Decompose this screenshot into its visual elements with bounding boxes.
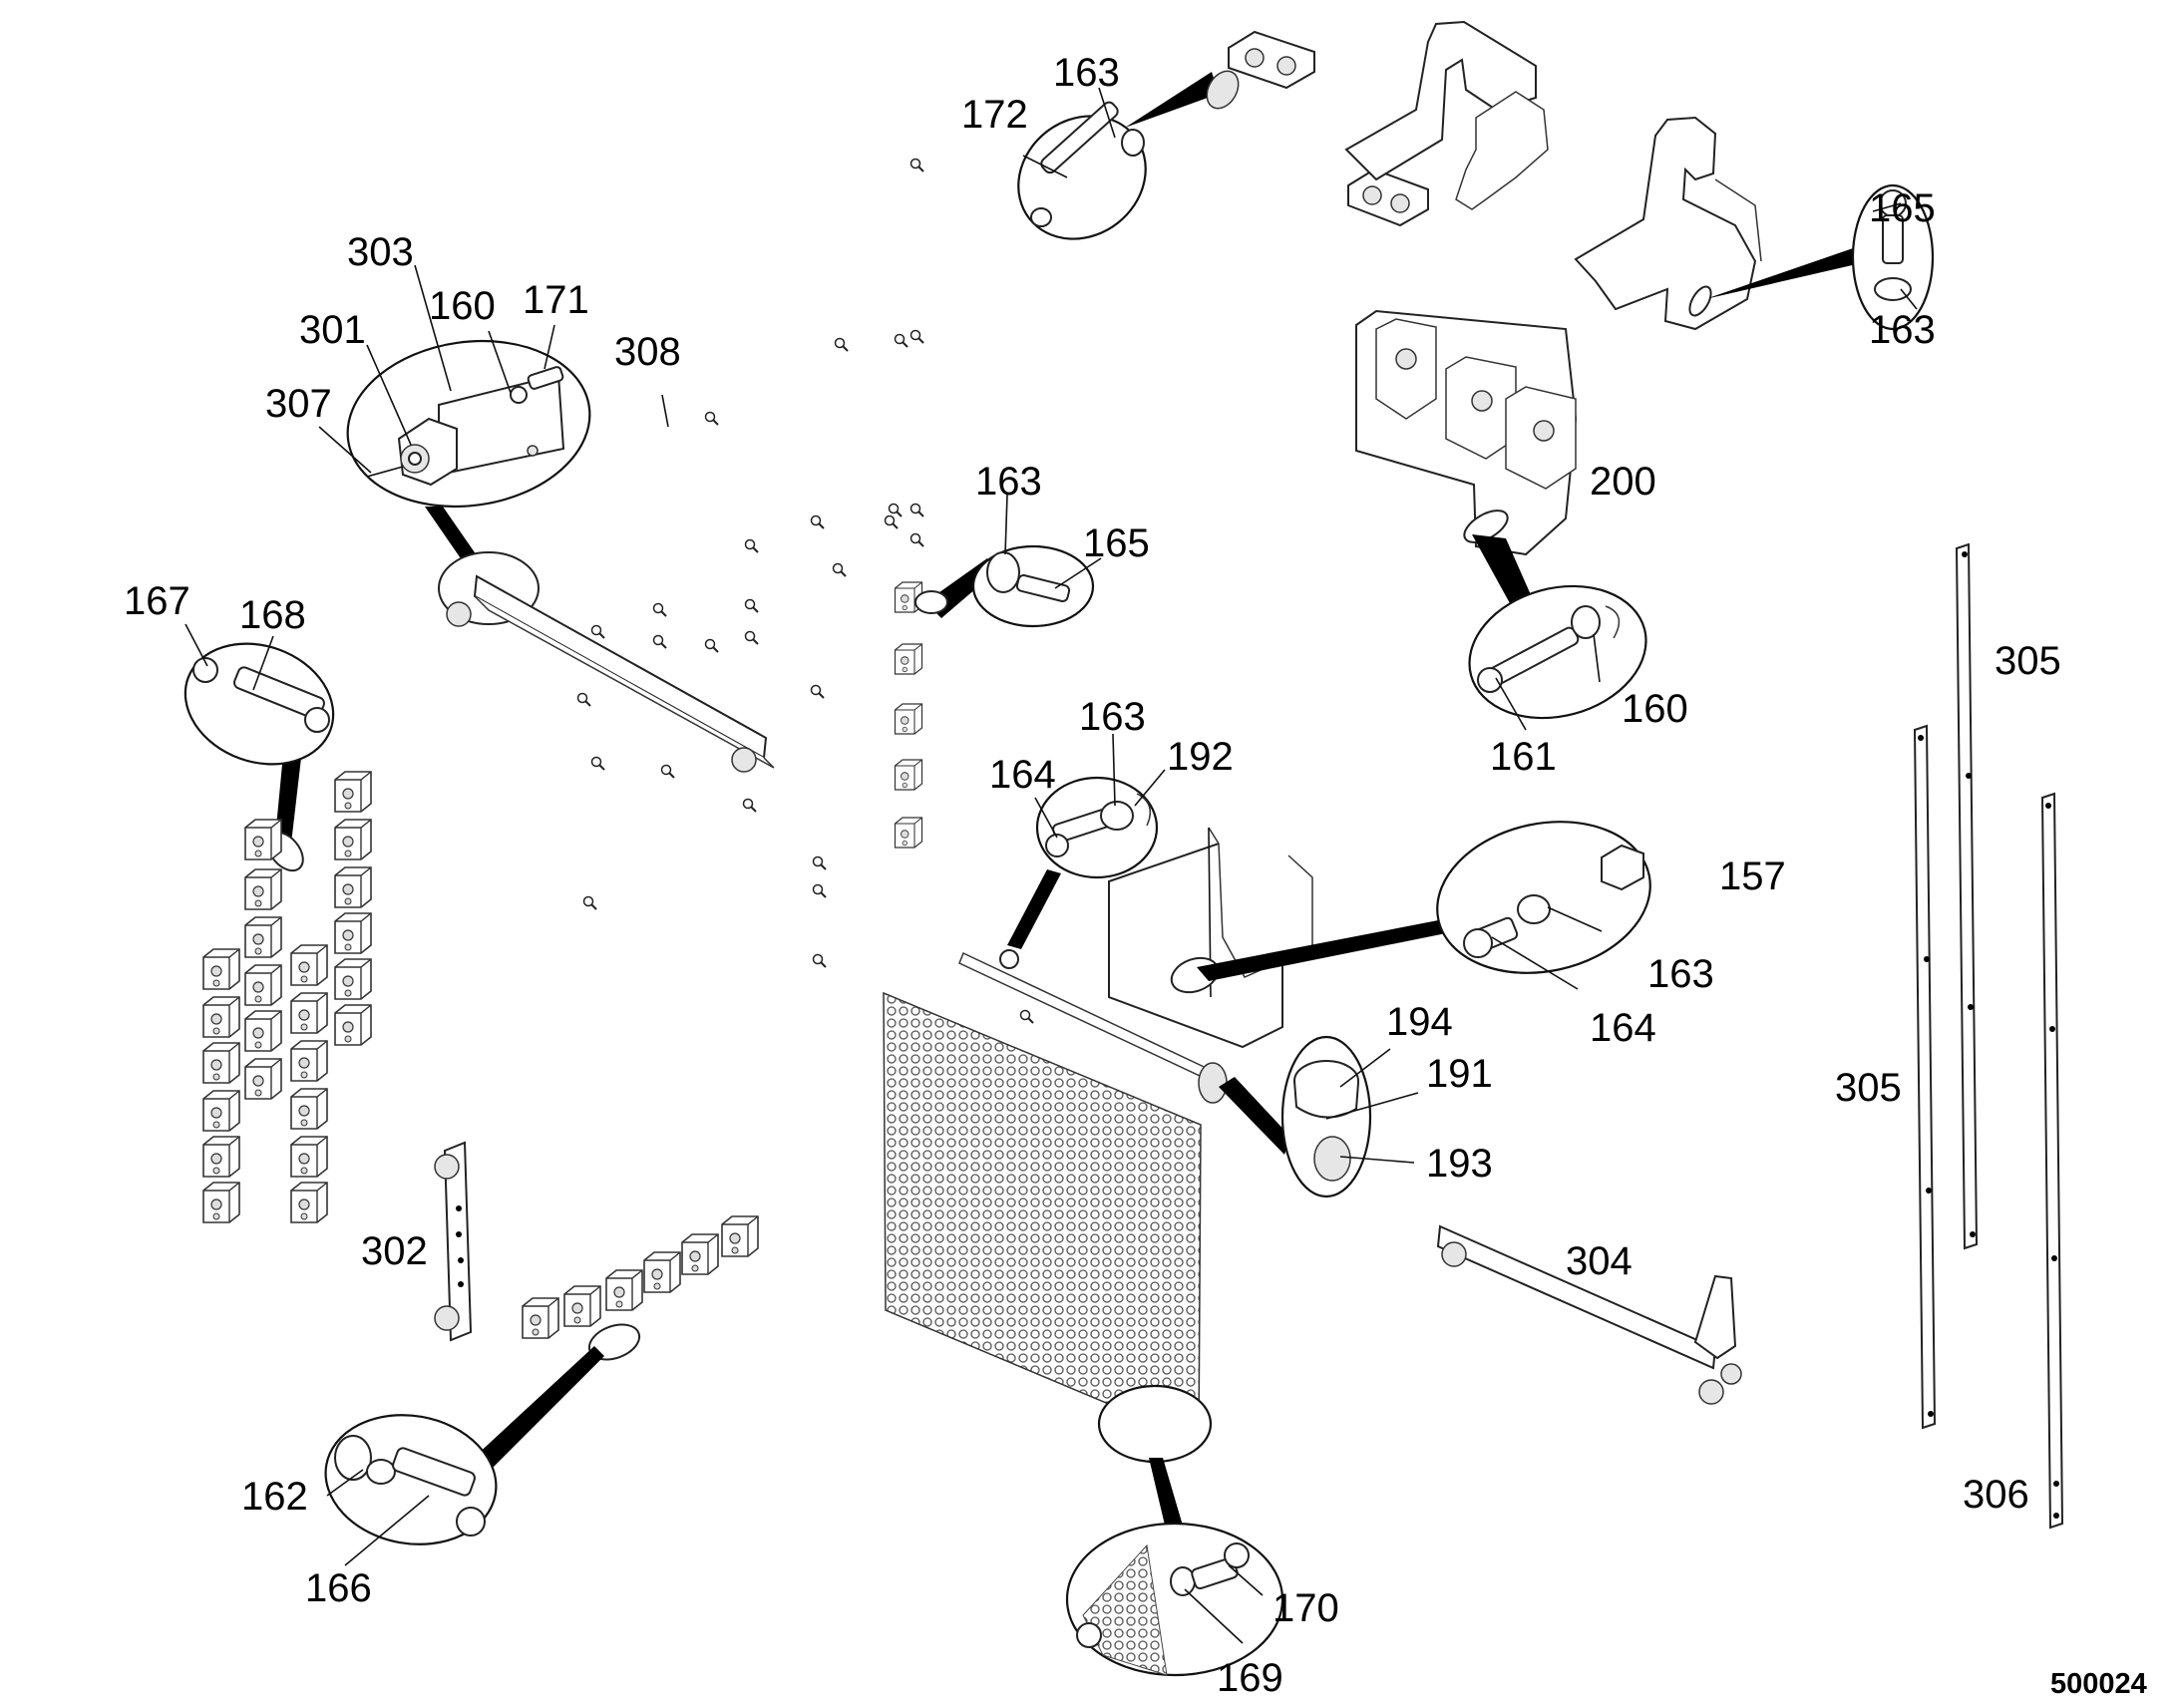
callout-162: 162 [241,1475,308,1519]
callout-163: 163 [975,460,1042,504]
callout-303: 303 [347,230,414,274]
callout-169: 169 [1217,1656,1283,1700]
terminal-block-row-bottom [522,1215,759,1361]
callout-157: 157 [1719,854,1786,898]
detail-bubble-168 [183,642,335,872]
bracket-302 [434,1141,473,1342]
callout-171: 171 [523,278,589,322]
callout-192: 192 [1167,735,1234,779]
callout-200: 200 [1590,460,1656,504]
strip-306 [2040,792,2064,1530]
callout-167: 167 [124,579,190,623]
callout-161: 161 [1490,735,1557,779]
callout-163: 163 [1869,308,1936,352]
power-module-200 [1355,309,1578,556]
callout-172: 172 [961,93,1028,137]
callout-165: 165 [1869,186,1936,230]
clamp-block-top [1228,30,1315,90]
figure-reference-number: 500024 [2050,1668,2147,1700]
callout-193: 193 [1426,1142,1493,1186]
bracket-bar-303 [438,551,775,773]
callout-165: 165 [1083,521,1150,565]
callout-301: 301 [299,308,366,352]
callout-305: 305 [1995,639,2061,683]
detail-bubble-191 [1219,1035,1372,1198]
detail-bubble-166 [324,1346,604,1545]
strip-305-left [1913,724,1937,1430]
leader-lines [184,87,1918,1644]
callout-163: 163 [1079,695,1146,739]
callout-308: 308 [614,330,681,374]
detail-bubble-165-right [1688,183,1935,331]
enclosure-157 [1108,827,1313,1049]
small-cubes-column [894,581,923,849]
callout-307: 307 [265,382,332,426]
callout-302: 302 [361,1229,428,1273]
callout-305: 305 [1835,1066,1902,1110]
callout-304: 304 [1566,1239,1633,1283]
bracket-bar-304 [1436,1224,1742,1405]
callout-164: 164 [1590,1006,1656,1050]
callout-306: 306 [1963,1473,2029,1517]
detail-bubble-164-right [1197,821,1651,981]
clamp-block-left [1347,168,1429,227]
callout-labels: 172 163 165 163 303 160 171 301 308 307 … [124,51,2147,1700]
callout-170: 170 [1272,1586,1339,1630]
mesh-panel [883,991,1213,1464]
detail-bubble-301 [346,339,591,564]
callout-163: 163 [1053,51,1120,95]
callout-168: 168 [239,593,306,637]
callout-160: 160 [1622,687,1688,731]
detail-bubble-172 [1017,70,1240,240]
callout-191: 191 [1426,1052,1493,1096]
callout-194: 194 [1386,1000,1453,1044]
callout-164: 164 [989,753,1056,797]
detail-bubble-161 [1468,534,1647,720]
detail-bubble-165-center [914,544,1095,628]
busbar-bracket-2 [1574,116,1762,331]
callout-166: 166 [305,1566,372,1610]
callout-160: 160 [429,284,496,328]
detail-bubble-164-center [1007,776,1159,949]
loose-screws [576,158,1034,1024]
strip-305-top [1955,542,1979,1250]
busbar-bracket-1 [1344,20,1549,210]
detail-bubble-170 [1065,1458,1284,1677]
callout-163: 163 [1647,952,1714,996]
